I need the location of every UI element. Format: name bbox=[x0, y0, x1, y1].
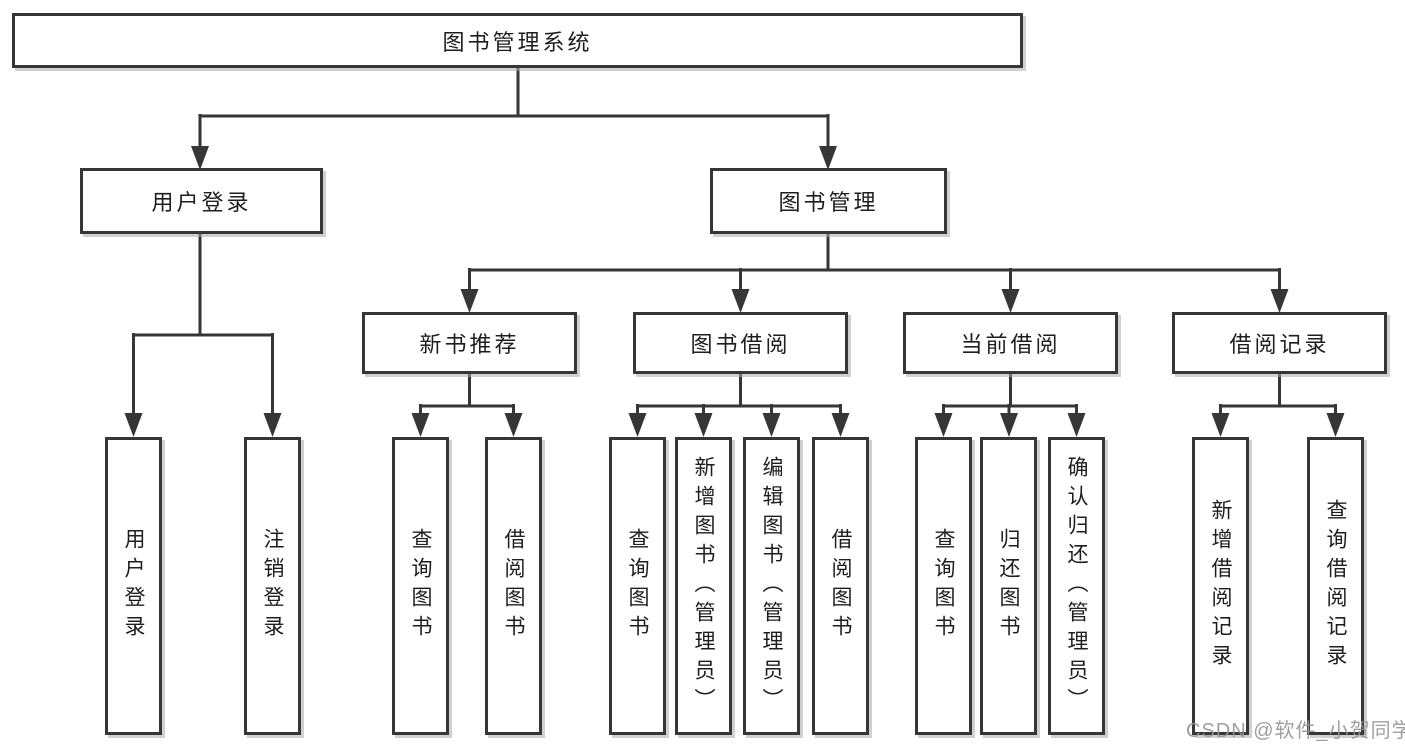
node-current-borrow: 当前借阅 bbox=[903, 312, 1118, 374]
node-root-system: 图书管理系统 bbox=[12, 13, 1023, 68]
node-new-book-recommend: 新书推荐 bbox=[362, 312, 577, 374]
node-borrow-record: 借阅记录 bbox=[1172, 312, 1387, 374]
arrow-down-icon bbox=[191, 146, 209, 170]
arrow-down-icon bbox=[831, 413, 850, 437]
leaf-edit-book-admin: 编辑图书（管理员） bbox=[743, 437, 800, 735]
csdn-watermark: CSDN @软件_小贺同学 bbox=[1186, 720, 1405, 742]
leaf-add-borrow-record: 新增借阅记录 bbox=[1192, 437, 1249, 735]
arrow-down-icon bbox=[628, 413, 647, 437]
arrow-down-icon bbox=[934, 413, 953, 437]
arrow-down-icon bbox=[819, 146, 837, 170]
leaf-borrow-book: 借阅图书 bbox=[812, 437, 869, 735]
arrow-down-icon bbox=[1326, 413, 1345, 437]
connector-level3-to-leaves bbox=[411, 373, 1345, 437]
leaf-logout: 注销登录 bbox=[244, 437, 301, 735]
leaf-add-book-admin: 新增图书（管理员） bbox=[675, 437, 732, 735]
leaf-query-borrow-record: 查询借阅记录 bbox=[1307, 437, 1364, 735]
leaf-confirm-return-admin: 确认归还（管理员） bbox=[1048, 437, 1105, 735]
leaf-query-book-recommend: 查询图书 bbox=[392, 437, 449, 735]
leaf-query-book-current: 查询图书 bbox=[915, 437, 972, 735]
arrow-down-icon bbox=[1211, 413, 1230, 437]
connector-root-to-level2 bbox=[191, 65, 837, 170]
connector-userlogin-to-leaves bbox=[124, 232, 282, 437]
arrow-down-icon bbox=[731, 289, 750, 313]
arrow-down-icon bbox=[263, 413, 282, 437]
connector-bookmgmt-to-level3 bbox=[460, 232, 1289, 313]
leaf-borrow-book-recommend: 借阅图书 bbox=[485, 437, 542, 735]
node-user-login: 用户登录 bbox=[80, 168, 323, 234]
arrow-down-icon bbox=[1067, 413, 1086, 437]
leaf-return-book: 归还图书 bbox=[980, 437, 1037, 735]
arrow-down-icon bbox=[1000, 413, 1018, 437]
arrow-down-icon bbox=[411, 413, 430, 437]
leaf-user-login: 用户登录 bbox=[105, 437, 162, 735]
arrow-down-icon bbox=[694, 413, 713, 437]
arrow-down-icon bbox=[1270, 289, 1289, 313]
leaf-query-book-borrow: 查询图书 bbox=[609, 437, 666, 735]
arrow-down-icon bbox=[762, 413, 781, 437]
arrow-down-icon bbox=[124, 413, 143, 437]
node-book-borrow: 图书借阅 bbox=[633, 312, 848, 374]
arrow-down-icon bbox=[1001, 289, 1020, 313]
arrow-down-icon bbox=[460, 289, 479, 313]
node-book-management: 图书管理 bbox=[710, 168, 947, 234]
arrow-down-icon bbox=[504, 413, 523, 437]
